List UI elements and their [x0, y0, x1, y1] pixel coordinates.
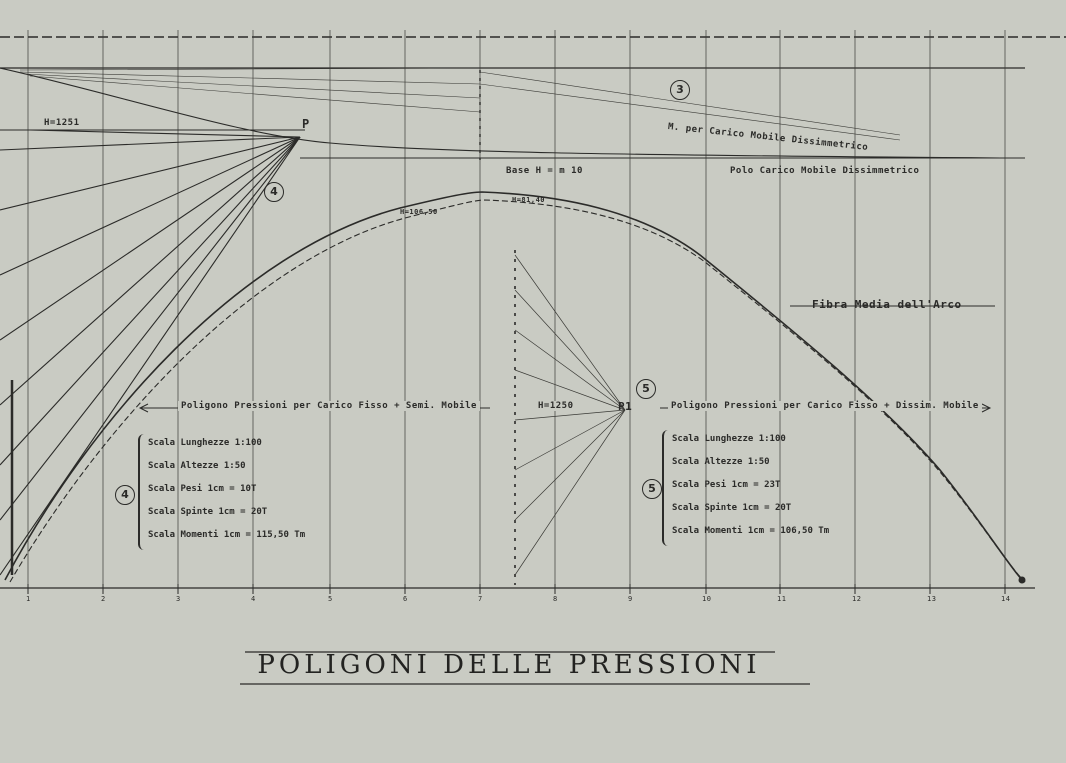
h-left-label: H=1251	[44, 118, 80, 128]
poligono-left-label: Poligono Pressioni per Carico Fisso + Se…	[178, 401, 480, 411]
axis-number-12: 12	[852, 595, 862, 603]
axis-number-13: 13	[927, 595, 937, 603]
scale-left-momenti: Scala Momenti 1cm = 115,50 Tm	[148, 530, 306, 540]
axis-number-6: 6	[403, 595, 408, 603]
pole-rays-right	[514, 254, 626, 576]
drawing-title: POLIGONI DELLE PRESSIONI	[257, 650, 761, 680]
axis-number-9: 9	[628, 595, 633, 603]
circle-marker-5-scales: 5	[642, 479, 662, 499]
scales-left-list: Scala Lunghezze 1:100 Scala Altezze 1:50…	[148, 432, 305, 547]
moment-curve	[0, 67, 1001, 159]
axis-number-5: 5	[328, 595, 333, 603]
scale-right-momenti: Scala Momenti 1cm = 106,50 Tm	[672, 526, 830, 536]
axis-number-7: 7	[478, 595, 483, 603]
polo-carico-mobile-label: Polo Carico Mobile Dissimmetrico	[730, 166, 920, 176]
circle-marker-4-scales: 4	[115, 485, 135, 505]
scale-right-lunghezze: Scala Lunghezze 1:100	[672, 434, 786, 444]
scale-right-altezze: Scala Altezze 1:50	[672, 457, 770, 467]
pole-rays-left	[0, 129, 301, 576]
pole-p1-label: P1	[618, 400, 633, 413]
scale-right-pesi: Scala Pesi 1cm = 23T	[672, 480, 781, 490]
scales-right-brace	[662, 430, 672, 546]
axis-number-3: 3	[176, 595, 181, 603]
axis-number-14: 14	[1001, 595, 1011, 603]
axis-number-10: 10	[702, 595, 712, 603]
circle-marker-5-top: 5	[636, 379, 656, 399]
axis-number-2: 2	[101, 595, 106, 603]
scale-left-spinte: Scala Spinte 1cm = 20T	[148, 507, 268, 517]
axis-number-8: 8	[553, 595, 558, 603]
pressure-line-inner	[9, 199, 1026, 583]
scale-left-pesi: Scala Pesi 1cm = 10T	[148, 484, 257, 494]
circle-marker-3: 3	[670, 80, 690, 100]
scale-right-spinte: Scala Spinte 1cm = 20T	[672, 503, 792, 513]
baseline-ticks	[27, 584, 1006, 594]
moment-polygon-lines	[19, 67, 901, 141]
fibra-media-label: Fibra Media dell'Arco	[812, 298, 962, 311]
axis-number-4: 4	[251, 595, 256, 603]
circle-marker-4-top: 4	[264, 182, 284, 202]
vertical-construction-lines	[27, 30, 1006, 590]
scales-right-list: Scala Lunghezze 1:100 Scala Altezze 1:50…	[672, 428, 829, 543]
h-crown-right-label: H=81,40	[512, 196, 546, 204]
scale-left-lunghezze: Scala Lunghezze 1:100	[148, 438, 262, 448]
h-crown-left-label: H=106,50	[400, 208, 438, 216]
pole-point-right	[1018, 576, 1026, 584]
scale-left-altezze: Scala Altezze 1:50	[148, 461, 246, 471]
base-label: Base H = m 10	[506, 166, 583, 176]
poligono-right-label: Poligono Pressioni per Carico Fisso + Di…	[668, 401, 982, 411]
axis-number-11: 11	[777, 595, 787, 603]
pressure-line-outer	[4, 191, 1023, 581]
scales-left-brace	[138, 434, 148, 550]
pole-p-label: P	[302, 117, 310, 131]
axis-number-1: 1	[26, 595, 31, 603]
h-mid-label: H=1250	[538, 401, 574, 411]
